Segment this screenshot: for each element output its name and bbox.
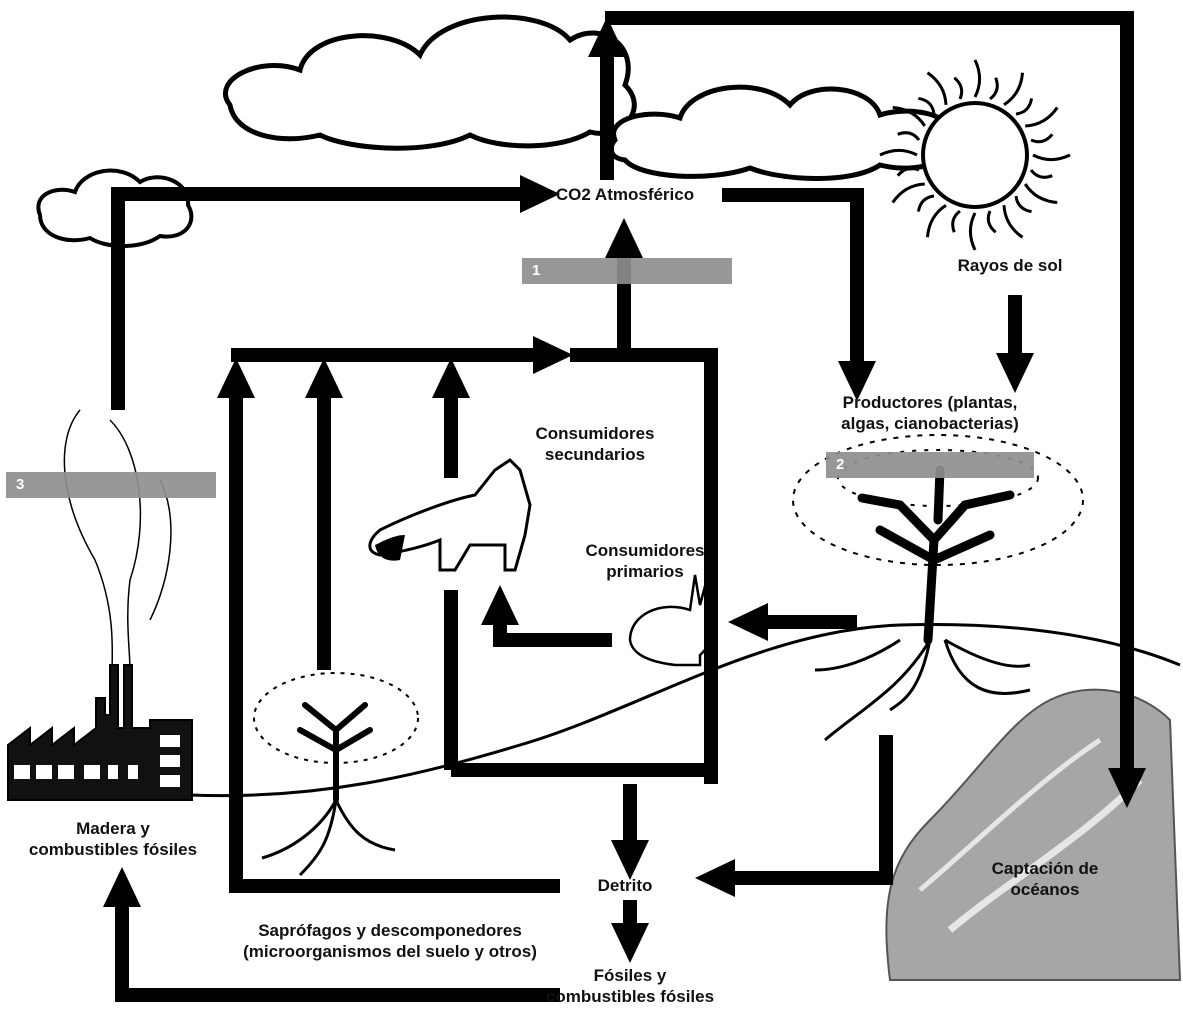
sun-icon [879, 59, 1071, 251]
arrow-roots-detrito [695, 735, 893, 897]
secondary-consumers-label: Consumidores secundarios [520, 423, 670, 465]
box-number-1: 1 [532, 262, 541, 279]
producers-line-2: algas, cianobacterias) [841, 414, 1019, 433]
wood-line-2: combustibles fósiles [28, 840, 198, 859]
sun-ray [986, 210, 997, 234]
flow-arrows [103, 11, 1146, 1002]
arrow-rabbit-fox [481, 585, 612, 647]
process-box-3: 3 [6, 472, 216, 498]
sun-label: Rayos de sol [957, 256, 1063, 275]
detrito-label: Detrito [597, 876, 653, 895]
arrow-co2-producers [722, 188, 876, 401]
producers-label: Productores (plantas, algas, cianobacter… [820, 392, 1040, 434]
sun-ray [926, 71, 948, 105]
arrow-fossils-madera [103, 867, 560, 1002]
sun-ray [926, 203, 947, 238]
box-number-2: 2 [836, 456, 845, 473]
sun-ray [896, 166, 920, 177]
sun-ray [916, 194, 935, 212]
box-number-3: 3 [16, 476, 25, 493]
decomposers-line-2: (microorganismos del suelo y otros) [243, 942, 537, 961]
wood-line-1: Madera y [76, 819, 150, 838]
producers-line-1: Productores (plantas, [842, 393, 1018, 412]
ocean-label: Captación de océanos [975, 858, 1115, 900]
ocean-line-2: océanos [1010, 880, 1080, 899]
sun-ray [1032, 153, 1071, 162]
producer-tree-icon [792, 434, 1084, 742]
fox-icon [368, 458, 532, 572]
rabbit-icon [628, 574, 714, 667]
process-box-1: 1 [522, 258, 732, 284]
ocean-line-1: Captación de [991, 859, 1099, 878]
sun-ray [1015, 98, 1034, 116]
wood-fossil-label: Madera y combustibles fósiles [18, 818, 208, 860]
sun-ray [892, 106, 927, 127]
primary-consumers-label: Consumidores primarios [575, 540, 715, 582]
sun-ray [1023, 183, 1058, 204]
sun-ray [968, 212, 977, 251]
ocean-shape [885, 688, 1182, 981]
sun-ray [973, 59, 982, 98]
sun-ray [1002, 205, 1024, 239]
arrow-detrito-left [229, 720, 560, 893]
arrow-factory-co2 [111, 175, 560, 410]
small-tree-icon [253, 672, 419, 877]
cloud-icon [222, 14, 637, 151]
sun-ray [953, 76, 964, 100]
secondary-line-2: secundarios [544, 445, 646, 464]
sun-ray [989, 77, 999, 101]
sun-ray [897, 131, 921, 141]
fossils-label: Fósiles y combustibles fósiles [530, 965, 730, 1007]
fossils-line-2: combustibles fósiles [545, 987, 715, 1006]
process-box-2: 2 [826, 452, 1034, 478]
primary-line-2: primarios [606, 562, 684, 581]
sun-ray [879, 148, 918, 157]
decomposers-line-1: Saprófagos y descomponedores [258, 921, 522, 940]
primary-line-1: Consumidores [585, 541, 705, 560]
sun-ray [951, 209, 961, 233]
ground-line [189, 622, 1181, 798]
sun-ray [918, 96, 936, 115]
factory-icon [7, 409, 193, 801]
sun-ray [891, 182, 925, 204]
arrow-top-ocean [605, 11, 1146, 808]
sun-ray [1030, 133, 1054, 144]
sun-ray [1003, 72, 1024, 107]
sun-ray [1014, 195, 1032, 214]
sun-ray [1025, 106, 1059, 128]
secondary-line-1: Consumidores [535, 424, 655, 443]
sun-ray [1029, 169, 1053, 179]
co2-label: CO2 Atmosférico [555, 185, 695, 204]
decomposers-label: Saprófagos y descomponedores (microorgan… [220, 920, 560, 962]
fossils-line-1: Fósiles y [593, 966, 667, 985]
